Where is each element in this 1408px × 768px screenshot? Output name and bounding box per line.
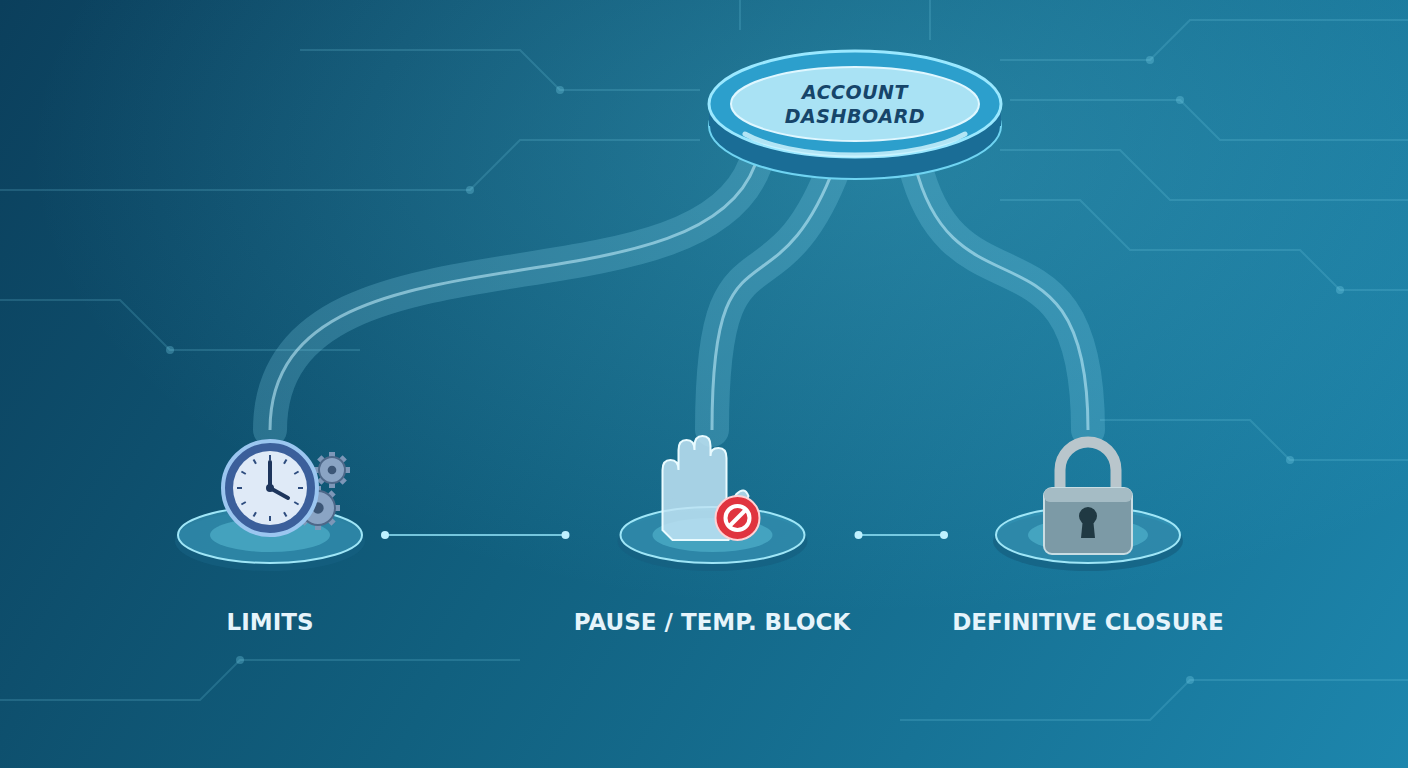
node-title: ACCOUNT DASHBOARD xyxy=(755,80,955,128)
option-node: LIMITS xyxy=(155,430,385,644)
connector xyxy=(381,531,570,539)
dashboard-node: ACCOUNT DASHBOARD xyxy=(705,37,1005,187)
option-node: DEFINITIVE CLOSURE xyxy=(944,430,1232,644)
connector xyxy=(855,531,949,539)
clock-icon xyxy=(155,430,385,600)
option-label: PAUSE / TEMP. BLOCK xyxy=(566,608,859,636)
option-label: LIMITS xyxy=(155,608,385,636)
option-label: DEFINITIVE CLOSURE xyxy=(944,608,1232,636)
lock-icon xyxy=(944,430,1232,600)
connector xyxy=(712,165,835,430)
connector xyxy=(915,165,1088,430)
option-node: PAUSE / TEMP. BLOCK xyxy=(566,430,859,644)
hand-icon xyxy=(566,430,859,600)
connector xyxy=(270,165,755,430)
